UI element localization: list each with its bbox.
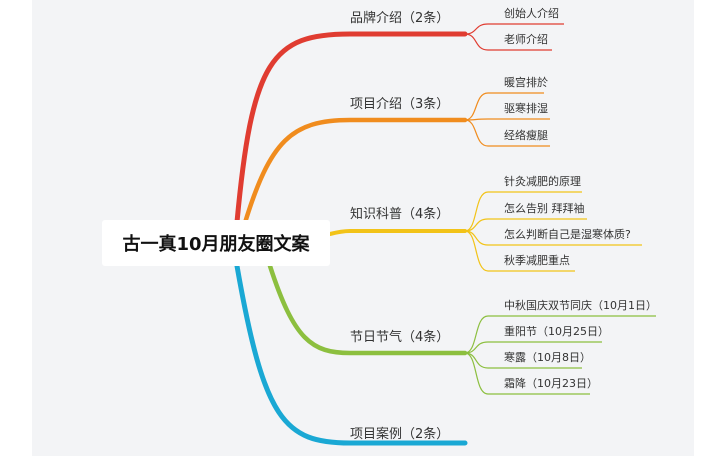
leaf-knowledge-4[interactable]: 秋季减肥重点 (504, 254, 570, 267)
branch-label-project[interactable]: 项目介绍（3条） (350, 97, 450, 112)
sub-connector (464, 341, 602, 354)
branch-label-brand[interactable]: 品牌介绍（2条） (350, 11, 450, 26)
sub-connector (464, 33, 552, 51)
leaf-project-3[interactable]: 经络瘦腿 (504, 129, 548, 142)
leaf-teacher-intro[interactable]: 老师介绍 (504, 33, 548, 46)
root-node[interactable]: 古一真10月朋友圈文案 (102, 220, 330, 266)
sub-connector (464, 119, 550, 147)
branch-label-knowledge[interactable]: 知识科普（4条） (350, 207, 450, 222)
root-title: 古一真10月朋友圈文案 (122, 234, 310, 255)
branch-connector-brand (234, 31, 468, 225)
leaf-festival-4[interactable]: 霜降（10月23日） (504, 377, 598, 390)
sub-connector (464, 191, 582, 232)
branch-connector-case (234, 263, 468, 446)
leaf-festival-1[interactable]: 中秋国庆双节同庆（10月1日） (504, 299, 657, 312)
leaf-festival-2[interactable]: 重阳节（10月25日） (504, 325, 609, 338)
sub-connector (464, 352, 590, 395)
mindmap-canvas: 古一真10月朋友圈文案 品牌介绍（2条） 项目介绍（3条） 知识科普（4条） 节… (32, 0, 694, 456)
leaf-founder-intro[interactable]: 创始人介绍 (504, 7, 559, 20)
sub-connector (464, 230, 575, 272)
leaf-knowledge-1[interactable]: 针灸减肥的原理 (504, 175, 581, 188)
sub-connector (464, 92, 544, 121)
leaf-knowledge-2[interactable]: 怎么告别 拜拜袖 (504, 202, 585, 215)
branch-connector-project (241, 117, 468, 229)
branch-connector-knowledge (328, 229, 467, 236)
leaf-project-2[interactable]: 驱寒排湿 (504, 102, 548, 115)
sub-connector (464, 218, 587, 232)
sub-connector (464, 315, 656, 354)
leaf-project-1[interactable]: 暖宫排於 (504, 76, 548, 89)
sub-connector (464, 118, 550, 121)
branch-label-case[interactable]: 项目案例（2条） (350, 427, 450, 442)
sub-connector (464, 23, 564, 35)
branch-connector-festival (267, 263, 468, 356)
mindmap-connectors (234, 23, 656, 446)
leaf-festival-3[interactable]: 寒露（10月8日） (504, 351, 591, 364)
branch-label-festival[interactable]: 节日节气（4条） (350, 330, 450, 345)
leaf-knowledge-3[interactable]: 怎么判断自己是湿寒体质? (504, 228, 631, 241)
